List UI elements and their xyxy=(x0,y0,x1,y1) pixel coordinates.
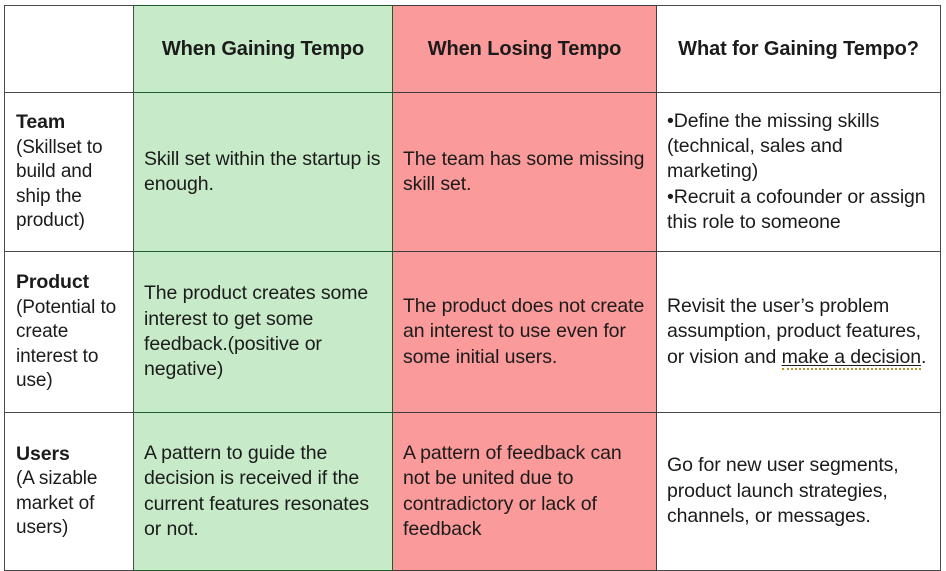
cell-team-action-bullets: •Define the missing skills (technical, s… xyxy=(667,109,931,236)
cell-users-losing: A pattern of feedback can not be united … xyxy=(392,412,657,571)
header-cell-gaining-tempo: When Gaining Tempo xyxy=(133,5,393,93)
row-label-team-description: (Skillset to build and ship the product) xyxy=(16,136,103,232)
tempo-comparison-table-wrapper: When Gaining Tempo When Losing Tempo Wha… xyxy=(4,5,941,571)
row-label-team: Team (Skillset to build and ship the pro… xyxy=(4,92,134,252)
grammar-suggestion-phrase[interactable]: make a decision xyxy=(781,345,922,370)
action-text-prefix: Revisit the user’s problem assumption, p… xyxy=(667,294,921,368)
cell-team-gaining-text: Skill set within the startup is enough. xyxy=(144,147,381,195)
bullet-item: •Define the missing skills (technical, s… xyxy=(667,109,880,183)
row-label-product: Product (Potential to create interest to… xyxy=(4,251,134,413)
cell-team-action: •Define the missing skills (technical, s… xyxy=(656,92,941,252)
table-row-product: Product (Potential to create interest to… xyxy=(4,251,941,413)
tempo-comparison-table: When Gaining Tempo When Losing Tempo Wha… xyxy=(4,5,941,571)
cell-product-action: Revisit the user’s problem assumption, p… xyxy=(656,251,941,413)
cell-product-gaining: The product creates some interest to get… xyxy=(133,251,393,413)
action-text-suffix: . xyxy=(921,345,927,368)
row-label-users-description: (A sizable market of users) xyxy=(16,468,98,539)
cell-product-gaining-text: The product creates some interest to get… xyxy=(144,282,369,381)
table-row-team: Team (Skillset to build and ship the pro… xyxy=(4,92,941,252)
cell-team-gaining: Skill set within the startup is enough. xyxy=(133,92,393,252)
table-header-row: When Gaining Tempo When Losing Tempo Wha… xyxy=(4,5,941,93)
row-label-product-title: Product xyxy=(16,271,89,294)
header-cell-blank xyxy=(4,5,134,93)
cell-product-losing-text: The product does not create an interest … xyxy=(403,294,645,368)
cell-users-gaining: A pattern to guide the decision is recei… xyxy=(133,412,393,571)
row-label-users-title: Users xyxy=(16,443,70,466)
cell-team-losing-text: The team has some missing skill set. xyxy=(403,147,645,195)
header-cell-losing-tempo: When Losing Tempo xyxy=(392,5,657,93)
header-cell-what-for-gaining-tempo: What for Gaining Tempo? xyxy=(656,5,941,93)
cell-users-action-text: Go for new user segments, product launch… xyxy=(667,454,899,528)
row-label-users: Users (A sizable market of users) xyxy=(4,412,134,571)
cell-product-losing: The product does not create an interest … xyxy=(392,251,657,413)
cell-team-losing: The team has some missing skill set. xyxy=(392,92,657,252)
table-row-users: Users (A sizable market of users) A patt… xyxy=(4,412,941,571)
cell-product-action-text: Revisit the user’s problem assumption, p… xyxy=(667,294,931,370)
cell-users-action: Go for new user segments, product launch… xyxy=(656,412,941,571)
row-label-product-description: (Potential to create interest to use) xyxy=(16,296,117,392)
row-label-team-title: Team xyxy=(16,111,66,134)
cell-users-losing-text: A pattern of feedback can not be united … xyxy=(403,441,622,540)
cell-users-gaining-text: A pattern to guide the decision is recei… xyxy=(144,441,370,540)
bullet-item: •Recruit a cofounder or assign this role… xyxy=(667,185,926,234)
